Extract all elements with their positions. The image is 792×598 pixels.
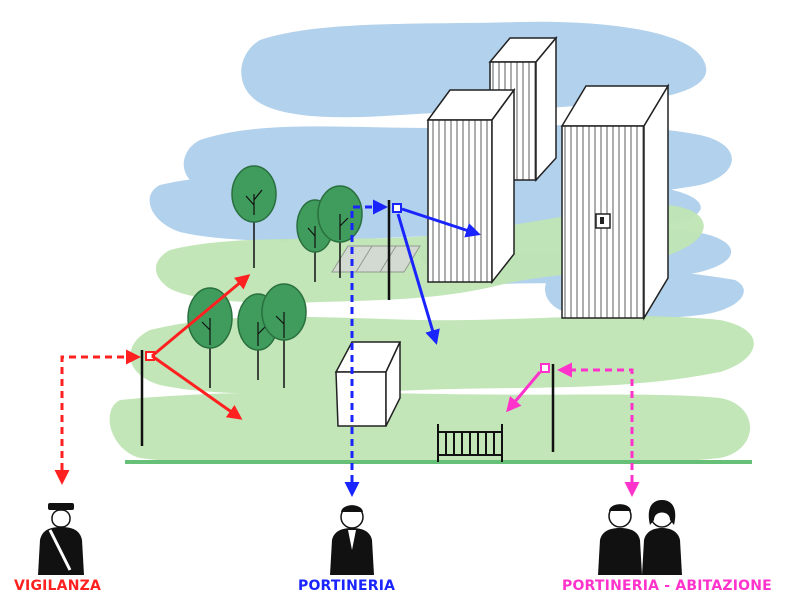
camera-pole-abitazione xyxy=(540,363,555,452)
portineria-abitazione-label: PORTINERIA - ABITAZIONE xyxy=(562,578,772,594)
camera-icon xyxy=(392,203,402,213)
gatehouse-booth xyxy=(334,341,402,427)
entrance-gate xyxy=(437,424,503,462)
intercom-panel-icon xyxy=(595,213,611,229)
trees xyxy=(187,165,363,388)
resident-couple-icon xyxy=(598,500,682,575)
building-left xyxy=(426,87,516,285)
tower-buildings xyxy=(426,35,670,321)
concierge-icon xyxy=(330,505,374,575)
tree-1 xyxy=(231,165,277,268)
vigilanza-label: VIGILANZA xyxy=(14,578,102,594)
building-back xyxy=(488,35,558,182)
security-guard-icon xyxy=(38,503,84,575)
abitazione-arrows xyxy=(506,362,640,497)
camera-icon xyxy=(540,363,550,373)
tree-6 xyxy=(261,283,307,388)
building-right xyxy=(560,83,670,321)
portineria-label: PORTINERIA xyxy=(298,578,396,594)
tree-4 xyxy=(187,287,233,388)
parking-grid xyxy=(331,245,421,273)
vigilanza-arrows xyxy=(54,274,251,485)
portineria-arrows xyxy=(344,199,481,497)
camera-pole-portineria xyxy=(387,200,402,300)
